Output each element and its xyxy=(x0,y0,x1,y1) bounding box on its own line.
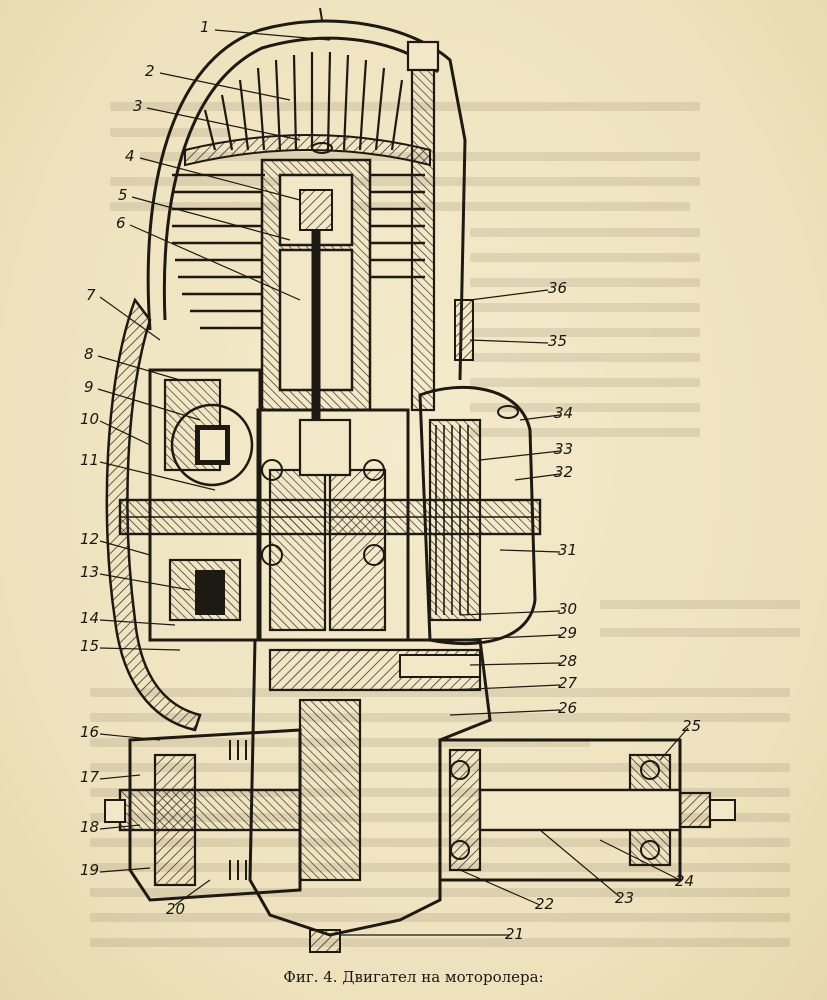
callout-24: 24 xyxy=(675,872,695,890)
callout-11: 11 xyxy=(80,451,100,469)
callout-29: 29 xyxy=(558,624,578,642)
gearbox-housing xyxy=(248,638,492,937)
callout-10: 10 xyxy=(80,410,100,428)
output-shaft xyxy=(438,738,736,882)
callout-9: 9 xyxy=(84,378,94,396)
callout-15: 15 xyxy=(80,637,100,655)
callout-25: 25 xyxy=(682,717,702,735)
callout-7: 7 xyxy=(86,286,96,304)
callout-33: 33 xyxy=(554,440,574,458)
callout-26: 26 xyxy=(558,699,578,717)
callout-17: 17 xyxy=(80,768,100,786)
callout-13: 13 xyxy=(80,563,100,581)
callout-22: 22 xyxy=(535,895,555,913)
callout-12: 12 xyxy=(80,530,100,548)
callout-32: 32 xyxy=(554,463,574,481)
clutch-housing xyxy=(418,385,537,646)
fan-shroud xyxy=(146,19,467,381)
callout-30: 30 xyxy=(558,600,578,618)
cylinder-and-piston xyxy=(260,142,372,440)
callout-28: 28 xyxy=(558,652,578,670)
callout-4: 4 xyxy=(125,147,135,165)
callout-6: 6 xyxy=(116,214,126,232)
callout-31: 31 xyxy=(558,541,578,559)
callout-2: 2 xyxy=(145,62,155,80)
callout-16: 16 xyxy=(80,723,100,741)
callout-34: 34 xyxy=(554,404,574,422)
callout-14: 14 xyxy=(80,609,100,627)
callout-3: 3 xyxy=(133,97,143,115)
axis-mark xyxy=(319,7,323,21)
callout-20: 20 xyxy=(166,900,186,918)
callout-5: 5 xyxy=(118,186,128,204)
callout-18: 18 xyxy=(80,818,100,836)
drain-plug xyxy=(309,929,341,953)
callout-8: 8 xyxy=(84,345,94,363)
callout-19: 19 xyxy=(80,861,100,879)
callout-27: 27 xyxy=(558,674,578,692)
callout-21: 21 xyxy=(505,925,525,943)
leader-lines xyxy=(97,29,689,936)
cylinder-stud xyxy=(406,40,474,412)
callout-36: 36 xyxy=(548,279,568,297)
kick-starter xyxy=(104,728,302,902)
callout-35: 35 xyxy=(548,332,568,350)
figure-caption: Фиг. 4. Двигател на моторолера: xyxy=(283,968,544,986)
callout-23: 23 xyxy=(615,889,635,907)
callout-1: 1 xyxy=(200,18,210,36)
